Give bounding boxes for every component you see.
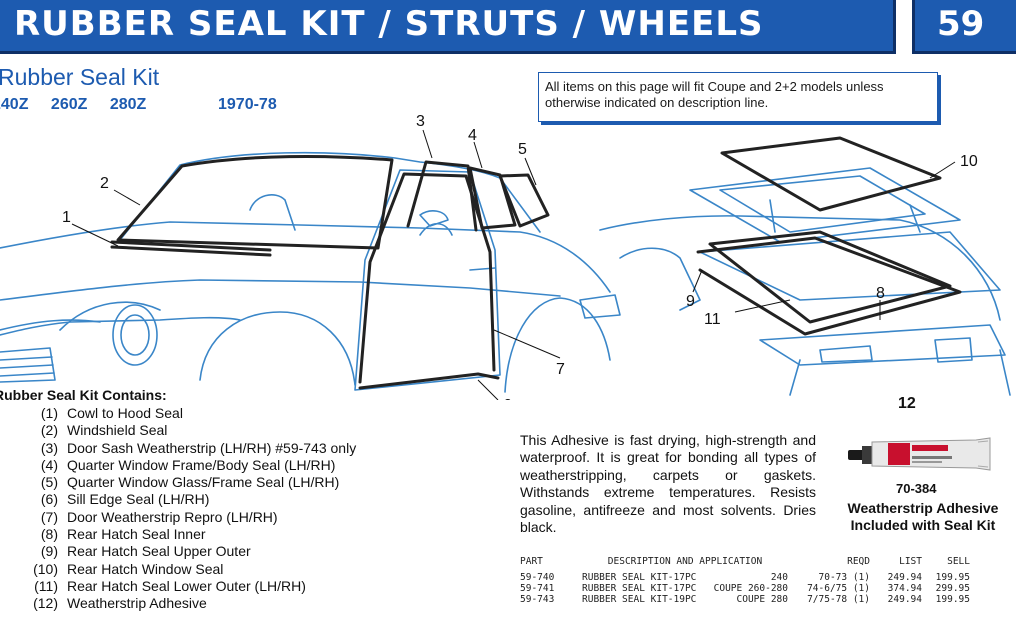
- kit-contents-title: Rubber Seal Kit Contains:: [0, 387, 167, 403]
- page-number: 59: [937, 4, 985, 44]
- item-label: Rear Hatch Seal Upper Outer: [67, 543, 251, 560]
- callout-4: 4: [468, 127, 477, 144]
- cell-sell: 299.95: [935, 583, 970, 594]
- item-number: (9): [40, 543, 58, 560]
- model-list: 240Z 260Z 280Z: [0, 96, 164, 114]
- list-item: (11) Rear Hatch Seal Lower Outer (LH/RH): [22, 578, 356, 595]
- list-item: (6) Sill Edge Seal (LH/RH): [22, 491, 356, 508]
- item-label: Windshield Seal: [67, 422, 168, 439]
- cell-app: COUPE 280: [736, 594, 788, 605]
- cell-list: 249.94: [887, 572, 922, 583]
- model-years: 1970-78: [218, 96, 277, 113]
- list-item: (3) Door Sash Weatherstrip (LH/RH) #59-74…: [22, 440, 356, 457]
- item-number: (4): [40, 456, 58, 473]
- item-label: Rear Hatch Seal Inner: [67, 526, 206, 543]
- item-label: Cowl to Hood Seal: [67, 405, 183, 421]
- callout-numbers: 1 2 3 4 5 6 7 8 9 11 10: [62, 113, 978, 400]
- col-reqd: REQD: [847, 556, 870, 567]
- callout-5: 5: [518, 141, 527, 158]
- item-label: Quarter Window Frame/Body Seal (LH/RH): [67, 456, 336, 473]
- col-list: LIST: [899, 556, 922, 567]
- model-260z: 260Z: [50, 96, 88, 113]
- cell-app: COUPE 260-280: [713, 583, 788, 594]
- item-number: (7): [40, 508, 58, 525]
- item-number: (12): [33, 595, 58, 612]
- item-number: (10): [33, 560, 58, 577]
- list-item: (12) Weatherstrip Adhesive: [22, 595, 356, 612]
- item-label: Door Sash Weatherstrip (LH/RH) #59-743 o…: [67, 439, 357, 456]
- cell-part: 59-740: [520, 572, 555, 583]
- col-description: DESCRIPTION AND APPLICATION: [607, 556, 763, 567]
- item-label: Rear Hatch Window Seal: [67, 560, 224, 577]
- cell-reqd: 74-6/75 (1): [807, 583, 870, 594]
- list-item: (9) Rear Hatch Seal Upper Outer: [22, 543, 356, 560]
- callout-6: 6: [503, 397, 512, 400]
- list-item: (7) Door Weatherstrip Repro (LH/RH): [22, 509, 356, 526]
- cell-part: 59-743: [520, 594, 555, 605]
- cell-desc: RUBBER SEAL KIT-17PC: [582, 572, 697, 583]
- item-number: (5): [40, 474, 58, 491]
- cell-sell: 199.95: [935, 572, 970, 583]
- table-row: 59-743 RUBBER SEAL KIT-19PC COUPE 280 7/…: [520, 594, 970, 605]
- callout-2: 2: [100, 175, 109, 192]
- item-label: Door Weatherstrip Repro (LH/RH): [67, 508, 278, 525]
- callout-9: 9: [686, 293, 695, 310]
- callout-7: 7: [556, 361, 565, 378]
- table-row: 59-740 RUBBER SEAL KIT-17PC 240 70-73 (1…: [520, 572, 970, 583]
- list-item: (10) Rear Hatch Window Seal: [22, 561, 356, 578]
- list-item: (1) Cowl to Hood Seal: [22, 405, 356, 422]
- item-number: (3): [40, 439, 58, 456]
- adhesive-description: This Adhesive is fast drying, high-stren…: [520, 432, 816, 536]
- adhesive-caption-line1: Weatherstrip Adhesive: [847, 500, 999, 516]
- adhesive-caption-line2: Included with Seal Kit: [850, 517, 996, 533]
- table-header-row: PART DESCRIPTION AND APPLICATION REQD LI…: [520, 556, 970, 572]
- callout-leaders: [71, 129, 956, 400]
- callout-11: 11: [704, 311, 721, 328]
- model-280z: 280Z: [109, 96, 147, 113]
- cell-desc: RUBBER SEAL KIT-17PC: [582, 583, 697, 594]
- item-label: Quarter Window Glass/Frame Seal (LH/RH): [67, 474, 340, 491]
- page-number-box: 59: [912, 0, 1016, 54]
- item-number: (11): [34, 577, 58, 594]
- item-number: (6): [40, 491, 58, 508]
- callout-8: 8: [876, 285, 885, 302]
- item-number: (1): [40, 405, 58, 421]
- list-item: (5) Quarter Window Glass/Frame Seal (LH/R…: [22, 474, 356, 491]
- item-label: Rear Hatch Seal Lower Outer (LH/RH): [67, 577, 306, 594]
- fitment-note-box: All items on this page will fit Coupe an…: [538, 72, 938, 122]
- callout-1: 1: [62, 209, 71, 226]
- cell-reqd: 70-73 (1): [818, 572, 870, 583]
- table-row: 59-741 RUBBER SEAL KIT-17PC COUPE 260-28…: [520, 583, 970, 594]
- item-label: Sill Edge Seal (LH/RH): [67, 491, 210, 508]
- col-sell: SELL: [947, 556, 970, 567]
- callout-12: 12: [898, 395, 916, 412]
- kit-contents-list: (1)Cowl to Hood Seal (2)Windshield Seal …: [22, 405, 356, 613]
- cell-desc: RUBBER SEAL KIT-19PC: [582, 594, 697, 605]
- col-part: PART: [520, 556, 543, 567]
- cell-part: 59-741: [520, 583, 555, 594]
- seal-highlights: [110, 136, 962, 390]
- header-bar: RUBBER SEAL KIT / STRUTS / WHEELS: [0, 0, 896, 54]
- list-item: (4) Quarter Window Frame/Body Seal (LH/RH…: [22, 457, 356, 474]
- section-title: Rubber Seal Kit: [0, 64, 160, 90]
- list-item: (8) Rear Hatch Seal Inner: [22, 526, 356, 543]
- item-number: (8): [40, 526, 58, 543]
- callout-3: 3: [416, 113, 425, 130]
- cell-list: 374.94: [887, 583, 922, 594]
- adhesive-part-number: 70-384: [896, 481, 937, 496]
- model-240z: 240Z: [0, 96, 29, 113]
- cell-app: 240: [770, 572, 788, 583]
- list-item: (2) Windshield Seal: [22, 422, 356, 439]
- parts-table: PART DESCRIPTION AND APPLICATION REQD LI…: [520, 556, 970, 605]
- page-header-title: RUBBER SEAL KIT / STRUTS / WHEELS: [14, 4, 764, 44]
- adhesive-tube-image: [848, 437, 991, 471]
- cell-reqd: 7/75-78 (1): [807, 594, 870, 605]
- item-number: (2): [40, 422, 58, 439]
- adhesive-caption: Weatherstrip Adhesive Included with Seal…: [830, 500, 1016, 534]
- cell-list: 249.94: [887, 594, 922, 605]
- item-label: Weatherstrip Adhesive: [67, 595, 207, 612]
- cell-sell: 199.95: [935, 594, 970, 605]
- seal-diagram: 1 2 3 4 5 6 7 8 9 11 10: [0, 113, 1011, 400]
- callout-10: 10: [960, 153, 978, 170]
